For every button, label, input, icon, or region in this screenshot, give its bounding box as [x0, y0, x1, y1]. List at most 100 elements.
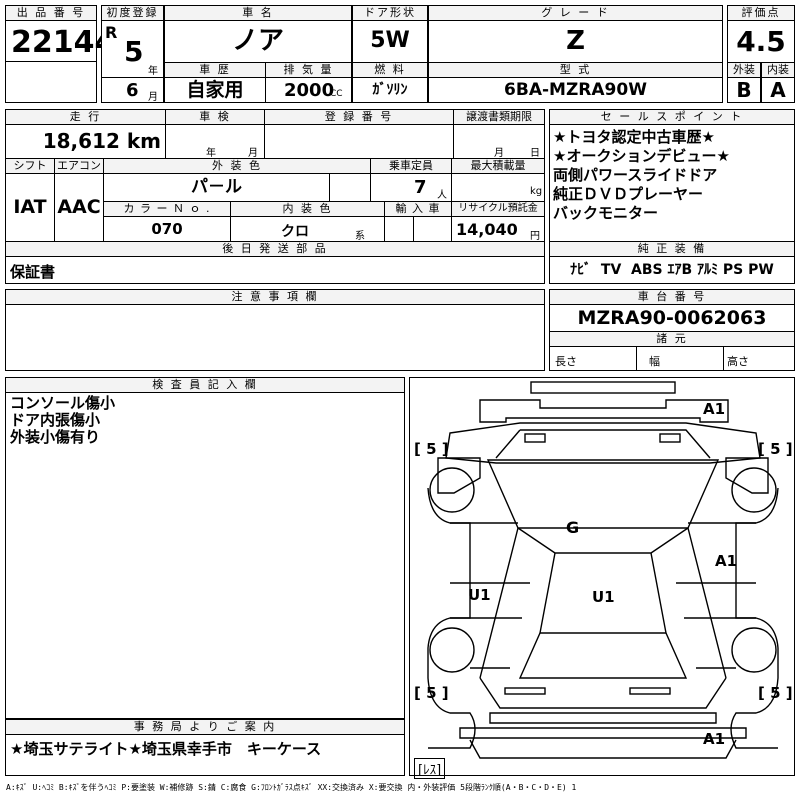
model-name: ノア: [231, 26, 284, 56]
specs-header: 諸 元: [549, 331, 795, 347]
sales-point: 純正ＤＶＤプレーヤー: [553, 185, 704, 203]
spec-height-cell: 高さ: [723, 346, 795, 371]
tire-front-left: [ 5 ]: [414, 440, 449, 458]
transfer-deadline-cell: 月 日: [453, 124, 545, 159]
load-unit: kg: [530, 186, 543, 197]
max-load-cell: kg: [451, 173, 545, 202]
damage-legend: A:ｷｽﾞ U:ﾍｺﾐ B:ｷｽﾞを伴うﾍｺﾐ P:要塗装 W:補修跡 S:錆 …: [6, 783, 577, 792]
yen-unit: 円: [530, 231, 540, 242]
shift: IAT: [13, 196, 47, 218]
interior-color-header: 内 装 色: [230, 201, 385, 217]
tire-rear-left: [ 5 ]: [414, 684, 449, 702]
fuel-cell: ｶﾞｿﾘﾝ: [352, 77, 428, 103]
later-parts-header: 後 日 発 送 部 品: [5, 241, 545, 257]
inspection-cell: 年 月: [165, 124, 265, 159]
mileage-cell: 18,612 km: [5, 124, 166, 159]
model-code: 6BA-MZRA90W: [504, 80, 647, 100]
capacity-cell: 7 人: [370, 173, 452, 202]
sales-point: ★オークションデビュー★: [553, 147, 730, 165]
registration-number-header: 登 録 番 号: [264, 109, 454, 125]
grade-cell: Z: [428, 20, 723, 63]
recycle-header: リサイクル預託金: [451, 201, 545, 217]
model-name-header: 車 名: [164, 5, 352, 21]
era-label: R: [105, 23, 118, 42]
interior-color-cell: クロ 系: [230, 216, 385, 242]
shift-header: シフト: [5, 158, 55, 174]
lot-number: 22144: [11, 25, 116, 60]
inspector-note: コンソール傷小: [10, 394, 116, 412]
office-header: 事 務 局 よ り ご 案 内: [5, 719, 405, 735]
exterior-color: パ－ル: [191, 177, 242, 197]
capacity-unit: 人: [437, 190, 447, 201]
chassis-number: MZRA90-0062063: [577, 307, 767, 329]
month-unit: 月: [148, 92, 158, 103]
first-registration-header: 初度登録: [101, 5, 164, 21]
damage-code-roof: U1: [592, 588, 615, 606]
exterior-grade-header: 外装: [727, 62, 761, 78]
color-no-header: カ ラ ー Ｎ ｏ .: [103, 201, 231, 217]
tire-front-right: [ 5 ]: [758, 440, 793, 458]
damage-code-rear: A1: [703, 730, 726, 748]
spec-length-label: 長さ: [555, 355, 577, 368]
registration-month: 6: [126, 80, 139, 101]
sales-point: ★トヨタ認定中古車歴★: [553, 128, 715, 146]
import-cell-b: [413, 216, 452, 242]
equipment-header: 純 正 装 備: [549, 241, 795, 257]
displacement-header: 排 気 量: [265, 62, 352, 78]
grade-header: グ レ ー ド: [428, 5, 723, 21]
capacity: 7: [414, 177, 427, 198]
aircon: AAC: [57, 196, 101, 218]
lot-blank-cell: [5, 61, 97, 103]
spec-width-cell: 幅: [636, 346, 724, 371]
interior-grade-cell: A: [761, 77, 795, 103]
first-registration-year-cell: R 5 年: [101, 20, 164, 78]
lot-number-header: 出 品 番 号: [5, 5, 97, 21]
office-note: ★埼玉サテライト★埼玉県幸手市 キーケース: [10, 740, 322, 758]
score-cell: 4.5: [727, 20, 795, 63]
inspection-year-unit: 年: [206, 148, 216, 159]
exterior-grade-cell: B: [727, 77, 761, 103]
score-header: 評価点: [727, 5, 795, 21]
model-name-cell: ノア: [164, 20, 352, 63]
year-unit: 年: [148, 66, 158, 77]
aircon-header: エアコン: [54, 158, 104, 174]
spare-tire-note: [ﾚｽ]: [414, 758, 446, 779]
aircon-cell: AAC: [54, 173, 104, 242]
sales-point: 両側パワースライドドア: [553, 166, 718, 184]
spec-length-cell: 長さ: [549, 346, 637, 371]
damage-code-front: A1: [703, 400, 726, 418]
inspector-header: 検 査 員 記 入 欄: [5, 377, 405, 393]
interior-color-suffix: 系: [355, 231, 365, 242]
sales-points-header: セ ー ル ス ポ イ ン ト: [549, 109, 795, 125]
spec-height-label: 高さ: [727, 355, 749, 368]
damage-code-left-side: U1: [468, 586, 491, 604]
office-note-cell: ★埼玉サテライト★埼玉県幸手市 キーケース: [5, 734, 405, 776]
import-header: 輸 入 車: [384, 201, 452, 217]
inspection-month-unit: 月: [248, 148, 258, 159]
mileage: 18,612 km: [42, 129, 161, 153]
inspection-header: 車 検: [165, 109, 265, 125]
chassis-cell: MZRA90-0062063: [549, 304, 795, 332]
inspector-note: 外装小傷有り: [10, 428, 101, 446]
damage-code-windshield: G: [566, 518, 580, 537]
later-parts: 保証書: [10, 263, 56, 281]
model-code-cell: 6BA-MZRA90W: [428, 77, 723, 103]
grade: Z: [566, 26, 585, 56]
car-outline-drawing: [427, 381, 779, 759]
chassis-header: 車 台 番 号: [549, 289, 795, 305]
interior-grade-header: 内装: [761, 62, 795, 78]
displacement: 2000: [284, 80, 335, 101]
damage-code-right-side: A1: [715, 552, 738, 570]
model-code-header: 型 式: [428, 62, 723, 78]
auction-score: 4.5: [736, 25, 786, 58]
lot-number-cell: 22144: [5, 20, 115, 62]
caution-header: 注 意 事 項 欄: [5, 289, 545, 305]
door-type: 5W: [370, 28, 410, 53]
import-cell-a: [384, 216, 414, 242]
max-load-header: 最大積載量: [451, 158, 545, 174]
displacement-cell: 2000 CC: [265, 77, 352, 103]
inspector-note: ドア内張傷小: [10, 411, 101, 429]
transfer-deadline-header: 譲渡書類期限: [453, 109, 545, 125]
cc-unit: CC: [330, 89, 343, 99]
equipment-cell: ﾅﾋﾞ TV ABS ｴｱB ｱﾙﾐ PS PW: [549, 256, 795, 284]
